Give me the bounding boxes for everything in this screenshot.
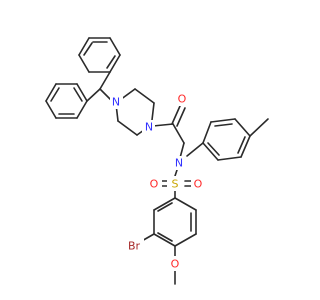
bond — [106, 55, 116, 69]
atom-o-methoxy: O — [168, 256, 182, 271]
bond — [174, 233, 197, 247]
bond — [45, 83, 57, 102]
bond — [172, 123, 185, 144]
atom-n-piperazine-right: N — [142, 120, 155, 134]
bond — [151, 102, 155, 121]
atom-o-sulfonyl-right: O — [191, 176, 207, 191]
bond — [99, 71, 111, 90]
bond — [78, 37, 90, 56]
atom-label: S — [172, 178, 179, 191]
bond — [234, 118, 251, 137]
atom-o-carbonyl: O — [176, 92, 189, 106]
bond — [217, 156, 242, 161]
bond — [73, 87, 83, 102]
bond — [240, 135, 251, 158]
molecule-structure-diagram: N N O N S O O Br — [45, 37, 269, 285]
bond-lines — [45, 37, 269, 285]
atom-n-sulfonamide: N — [172, 156, 186, 170]
bond — [78, 54, 90, 73]
bond — [153, 233, 176, 247]
bond — [214, 123, 233, 127]
bond — [202, 121, 212, 144]
bond — [50, 87, 60, 102]
bond — [76, 100, 88, 119]
bond — [174, 197, 197, 211]
bond — [174, 169, 178, 177]
atom-label: N — [175, 157, 183, 170]
bond — [109, 37, 121, 56]
bond — [210, 118, 236, 123]
atom-labels: N N O N S O O Br — [110, 92, 207, 271]
bond — [176, 107, 186, 127]
bond — [157, 202, 173, 212]
atom-label: N — [145, 121, 153, 134]
bond — [207, 142, 220, 156]
atom-s-sulfonyl: S — [167, 176, 184, 191]
atom-o-sulfonyl-left: O — [146, 176, 162, 191]
atom-label: O — [150, 178, 159, 191]
atom-n-piperazine-left: N — [110, 95, 123, 109]
bond — [237, 136, 246, 154]
bond — [86, 88, 101, 102]
bond — [117, 120, 138, 136]
bond — [186, 142, 204, 157]
bond — [202, 142, 219, 161]
bond — [45, 100, 57, 119]
atom-label: O — [178, 93, 187, 106]
atom-label: O — [171, 258, 180, 271]
bond — [83, 42, 93, 56]
bond — [152, 123, 174, 127]
bond — [249, 118, 269, 137]
bond — [171, 105, 181, 125]
bond — [153, 197, 176, 211]
atom-label: O — [194, 178, 203, 191]
atom-label: Br — [128, 240, 141, 253]
bond — [157, 232, 173, 242]
atom-br: Br — [124, 238, 144, 253]
bond — [179, 142, 185, 159]
bond — [76, 83, 88, 102]
atom-label: N — [112, 96, 120, 109]
bond — [134, 88, 155, 104]
bond — [109, 54, 121, 73]
